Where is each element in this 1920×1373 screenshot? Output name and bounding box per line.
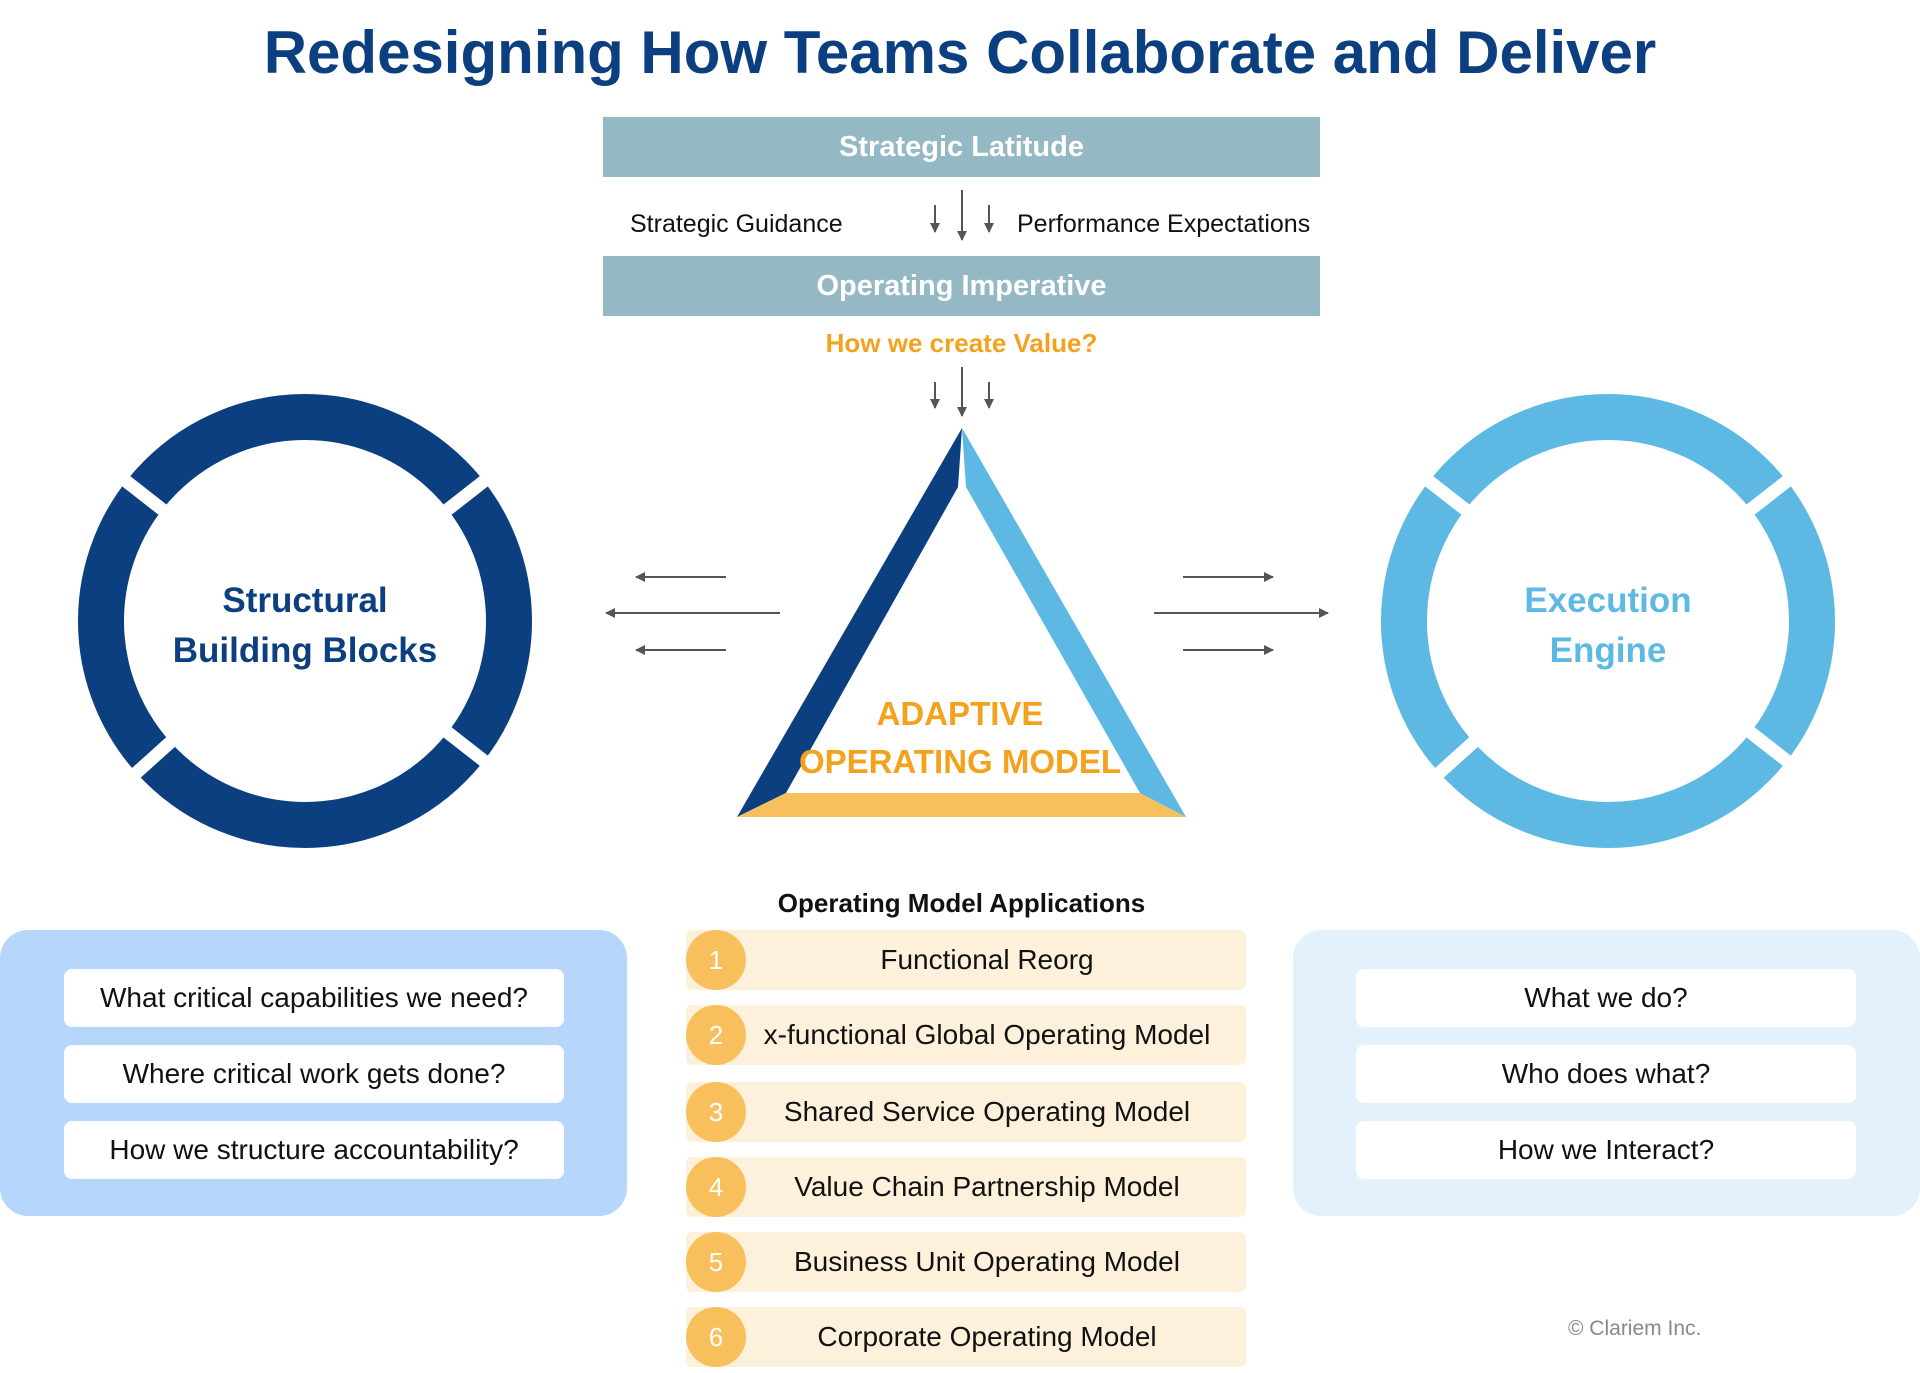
application-row-5 bbox=[686, 1232, 1246, 1292]
structural-question-2: Where critical work gets done? bbox=[64, 1045, 564, 1103]
execution-label-line2: Engine bbox=[1549, 631, 1667, 670]
structural-ring bbox=[78, 394, 532, 848]
structural-label-line1: Structural bbox=[222, 581, 388, 620]
execution-question-3: How we Interact? bbox=[1356, 1121, 1856, 1179]
application-label-3: Shared Service Operating Model bbox=[783, 1096, 1191, 1127]
application-number-1: 1 bbox=[686, 930, 746, 990]
application-row-6 bbox=[686, 1307, 1246, 1367]
execution-question-2: Who does what? bbox=[1356, 1045, 1856, 1103]
application-number-2: 2 bbox=[686, 1005, 746, 1065]
left-arrows bbox=[605, 572, 780, 655]
right-arrows bbox=[1154, 572, 1329, 655]
application-row-1 bbox=[686, 930, 1246, 990]
structural-question-3: How we structure accountability? bbox=[64, 1121, 564, 1179]
triangle-label-line1: ADAPTIVE bbox=[876, 695, 1044, 732]
application-label-6: Corporate Operating Model bbox=[817, 1321, 1157, 1352]
application-label-2: x-functional Global Operating Model bbox=[763, 1019, 1211, 1050]
application-number-4: 4 bbox=[686, 1157, 746, 1217]
adaptive-triangle bbox=[737, 428, 1186, 817]
application-number-3: 3 bbox=[686, 1082, 746, 1142]
application-label-5: Business Unit Operating Model bbox=[794, 1246, 1180, 1277]
application-label-4: Value Chain Partnership Model bbox=[794, 1171, 1180, 1202]
structural-label-line2: Building Blocks bbox=[172, 631, 438, 670]
application-number-6: 6 bbox=[686, 1307, 746, 1367]
execution-engine-label: Execution Engine bbox=[1428, 576, 1788, 676]
structural-question-1: What critical capabilities we need? bbox=[64, 969, 564, 1027]
adaptive-operating-model-label: ADAPTIVE OPERATING MODEL bbox=[760, 690, 1160, 786]
application-label-1: Functional Reorg bbox=[880, 944, 1094, 975]
applications-title: Operating Model Applications bbox=[777, 888, 1146, 918]
down-arrows-top bbox=[930, 190, 994, 241]
performance-expectations-label: Performance Expectations bbox=[1017, 210, 1311, 238]
value-question: How we create Value? bbox=[825, 328, 1098, 358]
page-title: Redesigning How Teams Collaborate and De… bbox=[263, 19, 1657, 86]
execution-question-1: What we do? bbox=[1356, 969, 1856, 1027]
application-row-3 bbox=[686, 1082, 1246, 1142]
triangle-label-line2: OPERATING MODEL bbox=[798, 743, 1122, 780]
down-arrows-triangle bbox=[930, 367, 994, 417]
execution-ring bbox=[1381, 394, 1835, 848]
copyright-notice: © Clariem Inc. bbox=[1568, 1317, 1702, 1340]
application-number-5: 5 bbox=[686, 1232, 746, 1292]
structural-building-blocks-label: Structural Building Blocks bbox=[125, 576, 485, 676]
operating-imperative-band: Operating Imperative bbox=[603, 256, 1320, 316]
application-row-4 bbox=[686, 1157, 1246, 1217]
strategic-guidance-label: Strategic Guidance bbox=[630, 210, 843, 238]
strategic-latitude-band: Strategic Latitude bbox=[603, 117, 1320, 177]
execution-label-line1: Execution bbox=[1524, 581, 1692, 620]
application-row-2 bbox=[686, 1005, 1246, 1065]
